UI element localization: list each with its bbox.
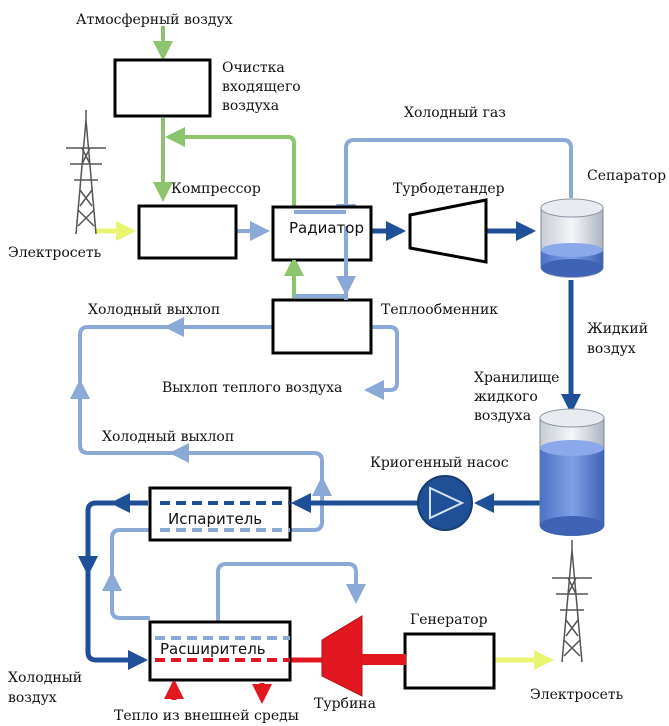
generator-label: Генератор: [410, 612, 488, 628]
evaporator-out-line: [85, 500, 148, 663]
cleaning-label-3: воздуха: [222, 98, 279, 114]
heat-exchanger-label: Теплообменник: [381, 302, 498, 318]
turbine-label: Турбина: [314, 696, 376, 712]
evaporator-label: Испаритель: [168, 510, 262, 528]
cold-air-label-1: Холодный: [8, 670, 82, 686]
separator-label: Сепаратор: [587, 168, 666, 184]
warm-exhaust-line: [364, 325, 399, 400]
radiator-label: Радиатор: [289, 219, 364, 237]
pylon-icon-right: [552, 540, 592, 663]
pylon-icon-left: [66, 110, 106, 235]
expander-label: Расширитель: [160, 640, 266, 658]
separator-tank: [540, 198, 604, 278]
storage-label-3: воздуха: [474, 408, 531, 424]
cold-gas-label: Холодный газ: [404, 105, 506, 121]
storage-label-1: Хранилище: [474, 370, 559, 386]
storage-tank: [539, 408, 605, 536]
warm-exhaust-label: Выхлоп теплого воздуха: [162, 380, 342, 396]
radiator-box: [271, 205, 373, 262]
intake-air-lines: [153, 26, 296, 208]
cold-exhaust-label-2: Холодный выхлоп: [102, 429, 234, 445]
heat-env-label: Тепло из внешней среды: [114, 708, 299, 724]
liquid-air-label-1: Жидкий: [587, 321, 648, 337]
evaporator-box: [148, 486, 292, 542]
grid-right-label: Электросеть: [530, 687, 624, 703]
cold-exhaust-1-line: [78, 325, 324, 620]
cleaning-box: [113, 58, 212, 118]
atm-air-label: Атмосферный воздух: [76, 12, 233, 28]
cleaning-label-2: входящего: [222, 79, 301, 95]
generator-box: [403, 632, 496, 690]
separator-cold-gas-line: [336, 138, 573, 224]
heat-lines: [164, 657, 322, 704]
cryo-pump-label: Криогенный насос: [370, 455, 509, 471]
liquid-air-lines: [78, 221, 581, 670]
cold-air-label-2: воздух: [8, 690, 57, 706]
cleaning-label-1: Очистка: [222, 60, 285, 76]
cryo-pump: [417, 475, 473, 531]
cold-exhaust-label-1: Холодный выхлоп: [88, 302, 220, 318]
liquid-air-label-2: воздух: [587, 341, 636, 357]
turbine-shape: [321, 615, 363, 697]
electricity-lines: [96, 221, 554, 670]
heat-exchanger-box: [271, 298, 373, 355]
compressor-label: Компрессор: [171, 181, 261, 197]
turboexpander-shape: [408, 198, 488, 264]
radiator-return-green-line: [165, 127, 296, 208]
expander-box: [148, 620, 292, 682]
compressor-box: [137, 204, 238, 260]
grid-left-label: Электросеть: [8, 245, 102, 261]
turbine-shaft: [362, 654, 406, 665]
expander-to-evaporator-line: [216, 562, 366, 622]
storage-label-2: жидкого: [474, 389, 538, 405]
turboexpander-label: Турбодетандер: [393, 181, 505, 197]
